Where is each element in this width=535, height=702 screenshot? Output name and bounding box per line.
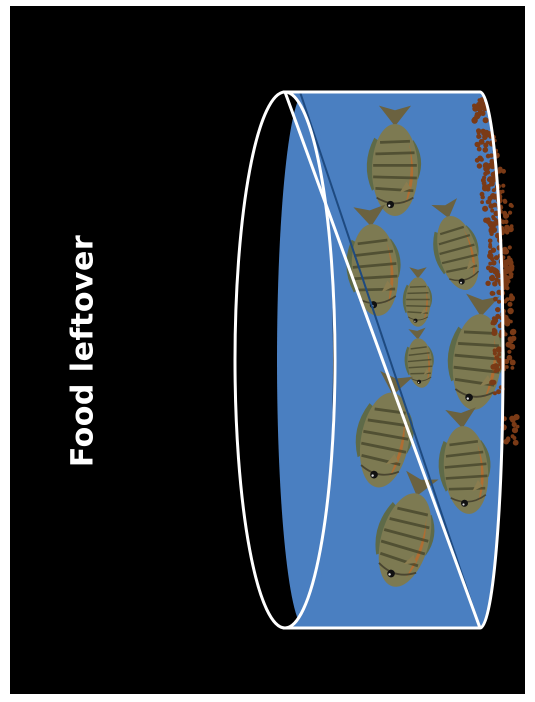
food-pellet <box>501 190 505 194</box>
food-pellet <box>511 336 517 342</box>
food-pellet <box>511 366 515 370</box>
food-pellet <box>507 256 511 260</box>
food-pellet <box>509 295 515 301</box>
food-pellet <box>493 391 497 395</box>
food-pellet <box>505 214 509 218</box>
food-pellet <box>490 159 495 164</box>
food-pellet <box>490 291 495 296</box>
food-pellet <box>497 300 501 304</box>
food-pellet <box>507 355 513 361</box>
food-pellet <box>486 141 490 145</box>
food-pellet <box>483 117 489 123</box>
water-surface <box>277 92 333 628</box>
food-pellet <box>477 147 482 152</box>
food-pellet <box>503 262 509 268</box>
food-pellet <box>486 200 491 205</box>
food-pellet <box>493 297 498 302</box>
food-pellet <box>501 184 505 188</box>
food-pellet <box>475 158 480 163</box>
food-pellet <box>495 308 499 312</box>
food-pellet <box>510 224 514 228</box>
food-pellet <box>474 113 480 119</box>
food-pellet <box>503 251 507 255</box>
food-pellet <box>508 302 513 307</box>
food-pellet <box>507 308 513 314</box>
food-pellet <box>495 269 500 274</box>
food-pellet <box>508 267 514 273</box>
food-pellet <box>498 167 503 172</box>
food-pellet <box>510 272 514 276</box>
food-pellet <box>474 105 480 111</box>
food-pellet <box>483 147 489 153</box>
food-pellet <box>480 111 485 116</box>
food-pellet <box>507 350 511 354</box>
food-pellet <box>512 422 517 427</box>
food-pellet <box>488 239 493 244</box>
food-pellet <box>494 319 498 323</box>
food-pellet <box>483 162 489 168</box>
food-pellet <box>489 232 493 236</box>
food-pellet <box>488 243 492 247</box>
food-pellet <box>504 225 509 230</box>
food-pellet <box>480 157 484 161</box>
food-pellet <box>483 183 487 187</box>
food-pellet <box>489 228 494 233</box>
food-pellet <box>503 199 507 203</box>
food-pellet <box>490 364 496 370</box>
food-pellet <box>496 346 502 352</box>
food-pellet <box>489 380 495 386</box>
food-pellet <box>505 437 510 442</box>
food-pellet <box>504 219 509 224</box>
food-pellet <box>513 414 519 420</box>
food-pellet <box>508 245 512 249</box>
food-pellet <box>480 200 484 204</box>
food-pellet <box>477 163 482 168</box>
food-pellet <box>505 230 510 235</box>
food-pellet <box>476 134 481 139</box>
food-pellet <box>509 320 513 324</box>
food-pellet <box>482 135 487 140</box>
food-pellet <box>482 206 488 212</box>
food-pellet <box>488 262 492 266</box>
food-pellet <box>496 358 502 364</box>
food-pellet <box>480 192 485 197</box>
food-pellet <box>493 351 497 355</box>
food-pellet <box>494 277 499 282</box>
food-pellet <box>483 172 488 177</box>
food-pellet <box>512 436 516 440</box>
food-pellet <box>481 178 486 183</box>
food-pellet <box>491 322 495 326</box>
food-pellet <box>490 209 494 213</box>
food-pellet <box>492 188 496 192</box>
food-pellet <box>509 344 515 350</box>
food-pellet <box>508 211 512 215</box>
food-pellet <box>513 440 519 446</box>
food-pellet <box>487 253 493 259</box>
food-pellet <box>478 98 482 102</box>
food-pellet <box>485 281 490 286</box>
food-pellet <box>490 275 494 279</box>
food-pellet <box>488 203 494 209</box>
food-pellet <box>493 329 497 333</box>
food-pellet <box>494 255 499 260</box>
food-pellet <box>476 142 481 147</box>
food-pellet <box>510 329 516 335</box>
food-pellet <box>492 216 496 220</box>
food-pellet <box>490 177 496 183</box>
food-pellet <box>486 154 491 159</box>
food-pellet <box>509 203 513 207</box>
food-pellet <box>494 369 498 373</box>
food-pellet <box>485 219 490 224</box>
food-pellet <box>490 193 496 199</box>
